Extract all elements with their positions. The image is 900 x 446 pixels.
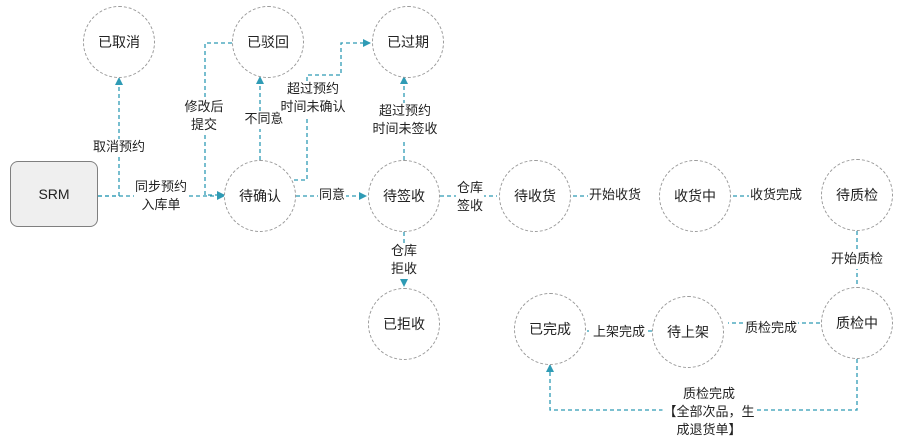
- srm-node: SRM: [10, 161, 98, 227]
- node-qc-in-progress: 质检中: [821, 287, 893, 359]
- label-qc-done-all-defective: 质检完成 【全部次品，生 成退货单】: [662, 386, 756, 440]
- label-sync-booking: 同步预约 入库单: [133, 179, 189, 215]
- node-expired: 已过期: [372, 6, 444, 78]
- label-cancel-booking: 取消预约: [91, 139, 147, 157]
- node-rejected-back: 已驳回: [232, 6, 304, 78]
- node-pending-receive: 待收货: [499, 160, 571, 232]
- label-shelf-done: 上架完成: [591, 324, 647, 342]
- label-receive-done: 收货完成: [748, 187, 804, 205]
- label-start-receive: 开始收货: [587, 187, 643, 205]
- label-timeout-unsigned: 超过预约 时间未签收: [371, 103, 439, 139]
- node-cancelled: 已取消: [83, 6, 155, 78]
- label-modify-submit: 修改后 提交: [183, 99, 225, 135]
- node-pending-confirm: 待确认: [224, 160, 296, 232]
- label-warehouse-sign: 仓库 签收: [455, 180, 485, 216]
- label-timeout-unconfirmed: 超过预约 时间未确认: [279, 81, 347, 117]
- node-receiving: 收货中: [659, 160, 731, 232]
- label-disagree: 不同意: [243, 111, 285, 129]
- node-completed: 已完成: [514, 293, 586, 365]
- label-start-qc: 开始质检: [829, 251, 885, 269]
- label-qc-done: 质检完成: [743, 320, 799, 338]
- label-agree: 同意: [317, 187, 347, 205]
- node-pending-qc: 待质检: [821, 159, 893, 231]
- label-warehouse-reject: 仓库 拒收: [389, 243, 419, 279]
- node-pending-shelf: 待上架: [652, 296, 724, 368]
- edge-pending-confirm-to-expired: [294, 39, 371, 181]
- node-warehouse-rejected: 已拒收: [368, 288, 440, 360]
- node-pending-sign: 待签收: [368, 160, 440, 232]
- edge-srm-to-cancelled: [98, 77, 123, 197]
